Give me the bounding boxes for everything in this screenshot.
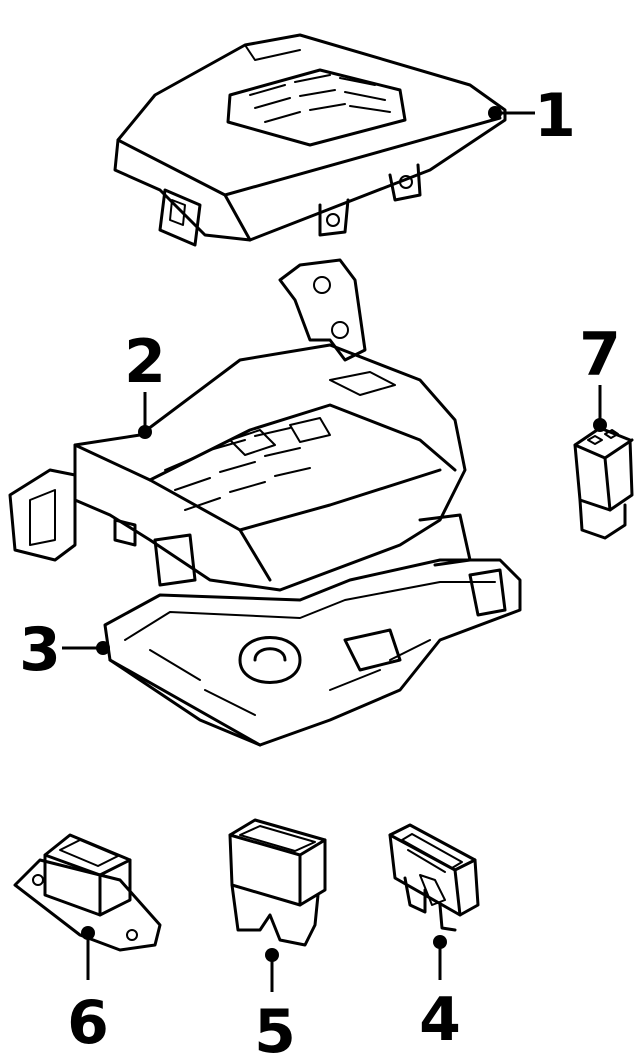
callout-2-dot xyxy=(138,425,152,439)
callout-1: 1 xyxy=(488,81,576,151)
callout-3: 3 xyxy=(19,615,110,685)
callout-7: 7 xyxy=(579,320,621,432)
callout-4: 4 xyxy=(419,935,461,1055)
callout-3-label: 3 xyxy=(19,615,61,685)
callout-2-label: 2 xyxy=(124,327,166,397)
callout-7-dot xyxy=(593,418,607,432)
callout-5: 5 xyxy=(254,948,296,1064)
part-1-cover xyxy=(113,33,507,247)
part-2-fuse-box xyxy=(8,258,472,592)
callout-6: 6 xyxy=(67,926,109,1058)
part-4-fuse-holder xyxy=(388,823,480,932)
callout-3-dot xyxy=(96,641,110,655)
callout-5-label: 5 xyxy=(254,997,296,1064)
callout-6-label: 6 xyxy=(67,988,109,1058)
part-5-relay xyxy=(228,818,327,947)
callout-2: 2 xyxy=(124,327,166,439)
callout-7-label: 7 xyxy=(579,320,621,390)
part-7-relay xyxy=(573,426,634,540)
part-3-bracket xyxy=(103,558,522,747)
callout-1-label: 1 xyxy=(534,81,576,151)
callout-4-label: 4 xyxy=(419,985,461,1055)
